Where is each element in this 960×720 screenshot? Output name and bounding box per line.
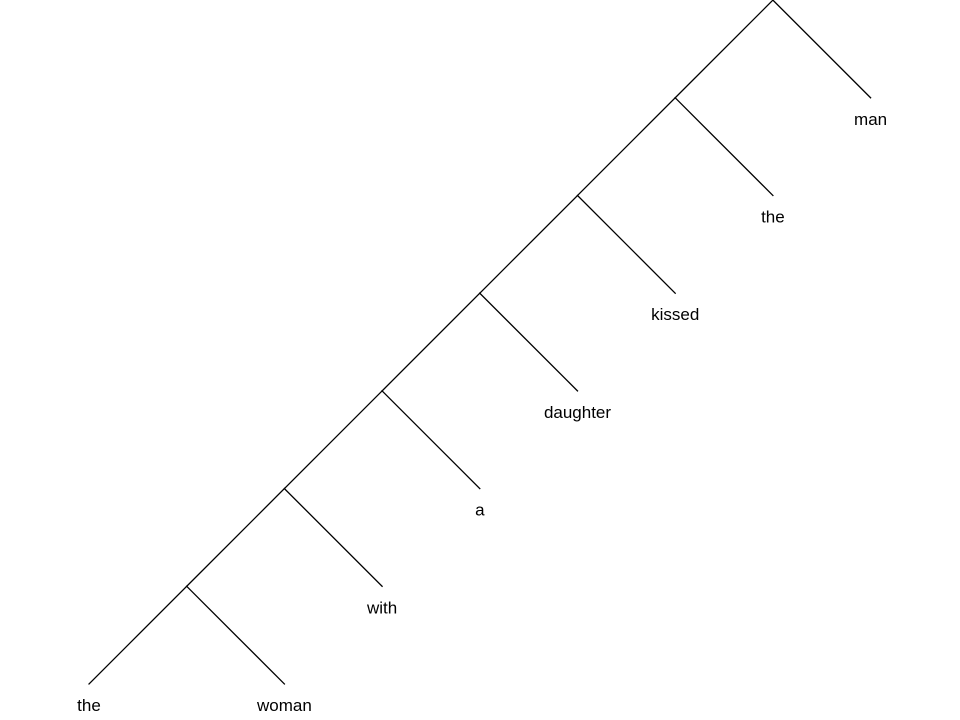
leaf-label-6: the <box>761 208 785 227</box>
leaf-label-2: with <box>366 598 397 617</box>
branch-left-3 <box>283 389 384 490</box>
leaf-label-1: woman <box>256 696 312 715</box>
branch-left-4 <box>381 292 481 392</box>
branch-right-7 <box>771 0 872 99</box>
branch-right-3 <box>381 389 481 490</box>
branch-left-7 <box>674 0 774 99</box>
branch-right-1 <box>185 585 286 685</box>
leaf-label-3: a <box>475 501 485 520</box>
branch-left-2 <box>185 487 286 588</box>
tree-leaf-labels: the woman with a daughter kissed the man <box>77 110 887 715</box>
branch-right-4 <box>478 292 579 392</box>
leaf-label-0: the <box>77 696 101 715</box>
leaf-label-7: man <box>854 110 887 129</box>
branch-left-5 <box>478 194 579 295</box>
branch-right-2 <box>283 487 384 588</box>
leaf-label-5: kissed <box>651 305 699 324</box>
branch-left-6 <box>576 96 677 197</box>
branch-left-1 <box>88 585 188 685</box>
leaf-label-4: daughter <box>544 403 611 422</box>
branch-right-5 <box>576 194 677 295</box>
tree-branches <box>88 0 872 685</box>
branch-right-6 <box>674 96 774 197</box>
